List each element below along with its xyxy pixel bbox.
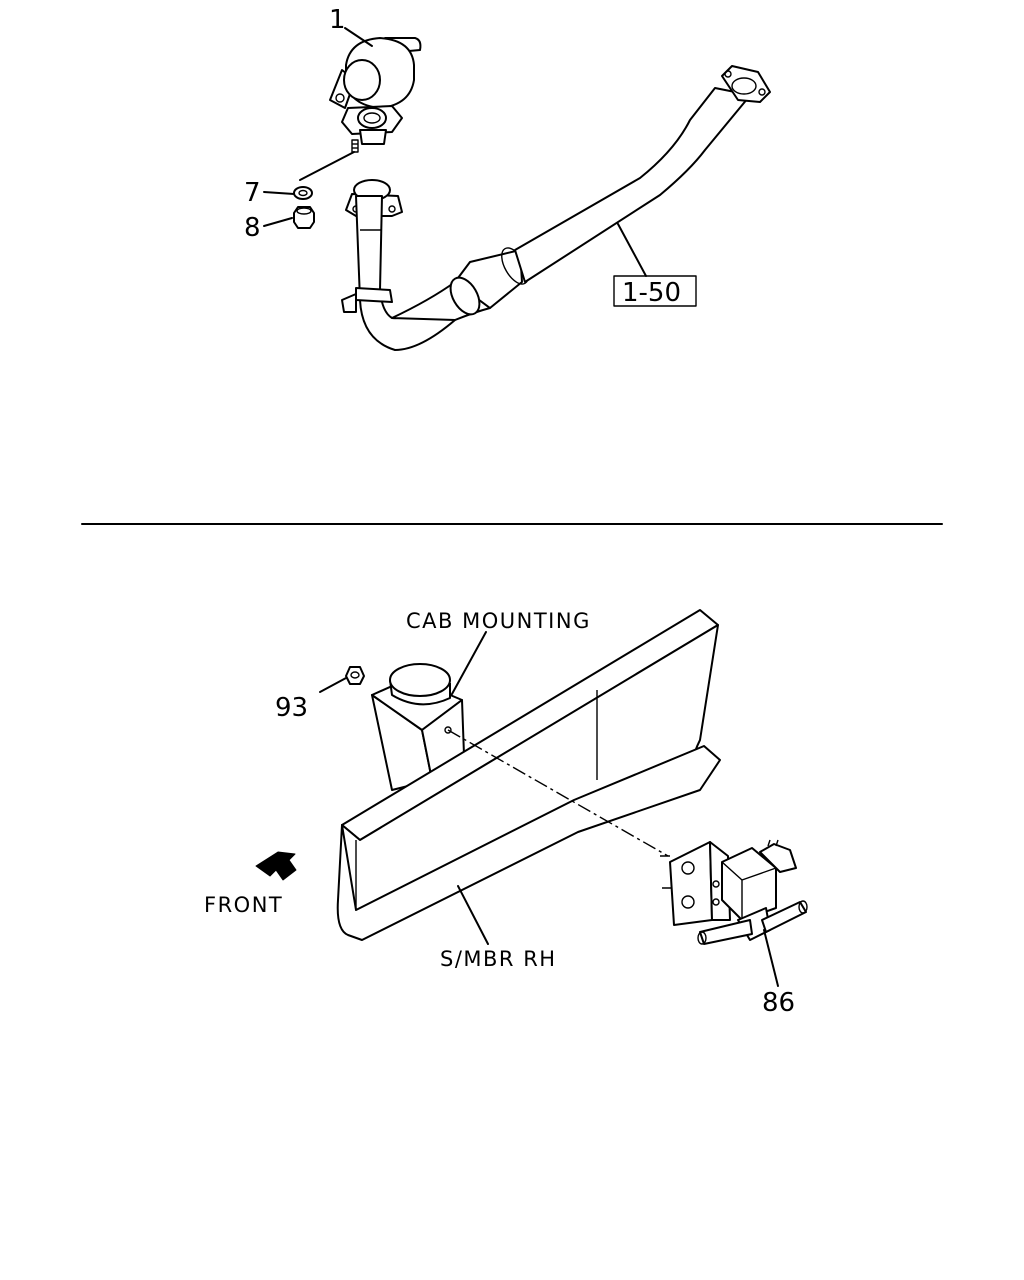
exhaust-section: 1 7 8 1-50 [244,5,771,351]
callout-part-8: 8 [244,213,261,243]
leader-part-8 [263,217,293,227]
exhaust-pipe [341,65,771,351]
callout-part-86: 86 [762,988,795,1018]
side-member-label: S/MBR RH [440,947,557,971]
front-arrow-icon [255,851,297,881]
cab-mounting-label: CAB MOUNTING [406,609,591,633]
leader-part-7 [263,191,295,195]
ref-box-frame [613,275,697,307]
callout-part-7: 7 [244,178,261,208]
frame-section: CAB MOUNTING 93 FRONT S/MBR RH 86 [204,609,808,1018]
nut [293,206,315,229]
washer [293,186,313,200]
leader-side-member [457,885,489,945]
callout-ref-box[interactable]: 1-50 [622,278,681,308]
alignment-line [447,729,669,857]
callout-part-93: 93 [275,693,308,723]
leader-part-86 [763,929,779,987]
leader-part-93 [319,677,347,693]
bolt-leader [299,151,355,181]
leader-ref-box [617,223,647,277]
callout-part-1: 1 [329,5,346,35]
leader-cab-mounting [451,631,487,695]
exhaust-valve-assembly [329,37,422,153]
leader-part-1 [344,27,373,47]
nut-93 [345,666,365,685]
solenoid-valve-assembly [660,839,808,945]
front-label: FRONT [204,893,283,917]
